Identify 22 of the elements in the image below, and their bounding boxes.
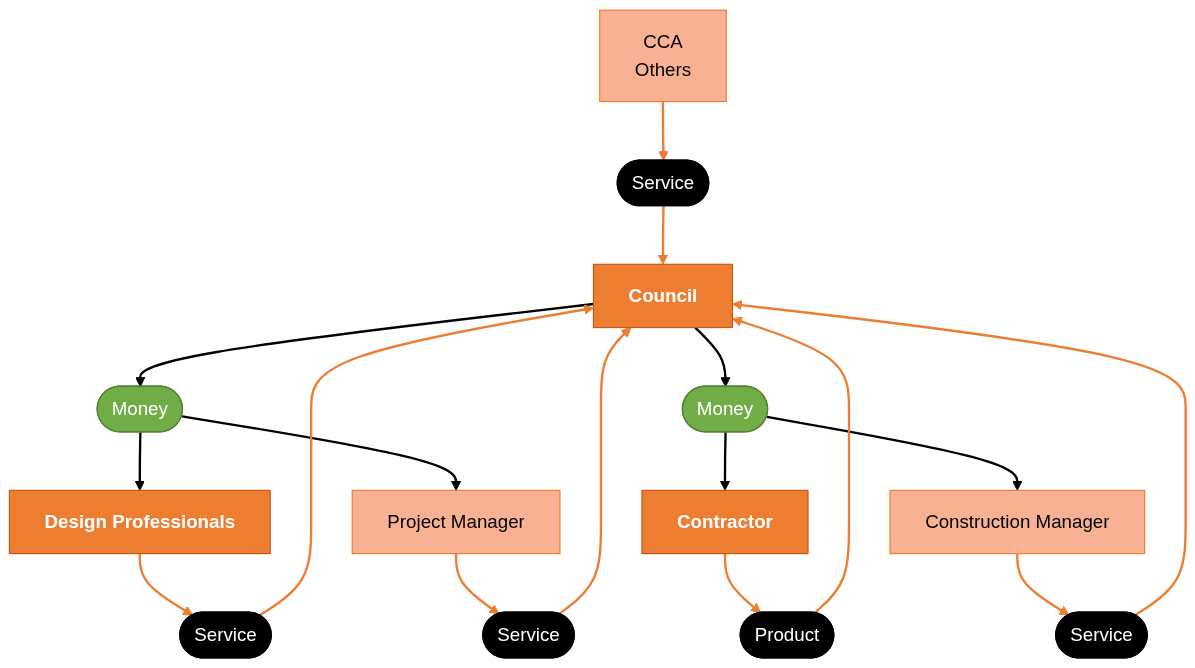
arrow (732, 300, 1187, 617)
node-box: Design Professionals (8, 489, 271, 555)
arrow (658, 101, 669, 162)
arrow (719, 432, 731, 491)
arrow (657, 206, 669, 265)
arrow (558, 327, 632, 615)
arrow (454, 553, 500, 615)
arrow (1016, 553, 1070, 616)
arrow (135, 302, 594, 388)
arrow (766, 415, 1023, 491)
arrow (732, 316, 851, 614)
arrow (181, 415, 462, 491)
node-box: Construction Manager (889, 489, 1146, 555)
arrow (723, 553, 762, 614)
arrow (258, 304, 594, 617)
node-box: CCA Others (599, 9, 727, 103)
arrow (134, 432, 145, 491)
arrow (694, 326, 731, 388)
arrow (138, 553, 194, 616)
node-box: Contractor (641, 489, 809, 555)
node-box: Council (592, 263, 734, 329)
node-box: Project Manager (351, 489, 561, 555)
